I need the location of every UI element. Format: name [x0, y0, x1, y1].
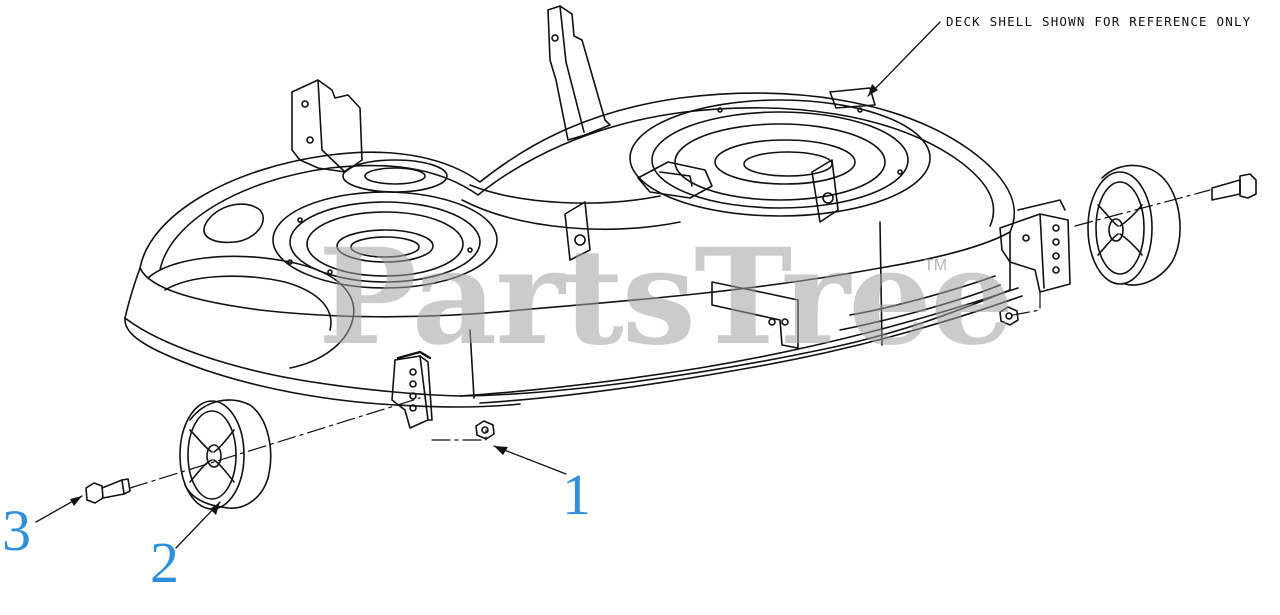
leader-arrowheads — [70, 84, 878, 515]
deck-bolt-1 — [717, 107, 723, 113]
deck-bolt-5 — [467, 247, 473, 253]
right-housing-ring-3 — [674, 123, 886, 201]
deck-center-channel — [469, 184, 661, 204]
deck-rear-trim — [839, 284, 1001, 331]
left-hanger-hole — [306, 136, 314, 144]
leader-1 — [493, 445, 567, 475]
rear-lift-arm — [547, 5, 611, 141]
deck-front-bulge — [147, 255, 355, 369]
rear-lift-arm-edge — [559, 5, 585, 133]
deck-skirt-edge — [459, 287, 1019, 397]
left-hanger-bracket — [291, 79, 363, 173]
front-mount-right — [811, 159, 839, 223]
belt-opening-left-inner — [364, 167, 426, 185]
callout-3-label[interactable]: 3 — [2, 498, 31, 563]
callout-2-label[interactable]: 2 — [150, 530, 179, 595]
deck-shell — [124, 5, 1023, 408]
deck-front-bulge-inner — [164, 275, 332, 331]
deck-top-rim — [139, 92, 1016, 318]
partstree-watermark: PartsTree — [318, 220, 1014, 375]
deck-ref-tab — [829, 87, 876, 109]
front-mount-right-nut — [822, 192, 834, 204]
front-mount-center-nut — [574, 234, 586, 246]
left-gauge-wheel — [179, 399, 272, 510]
left-housing-ring-3 — [306, 211, 464, 277]
trademark-mark: TM — [924, 257, 948, 274]
left-hanger-bracket-fold — [317, 79, 346, 173]
right-housing-ring-2 — [651, 111, 909, 209]
deck-bolt-6 — [287, 259, 293, 265]
right-hex-nut — [999, 306, 1019, 326]
deck-panel-line-2 — [469, 329, 475, 399]
front-baffle — [711, 281, 799, 349]
deck-bolt-2 — [857, 107, 863, 113]
left-hanger-hole-top — [301, 100, 309, 108]
left-shoulder-bolt — [85, 478, 131, 504]
idler-bracket-inner — [659, 171, 693, 187]
right-spindle-opening-inner — [743, 151, 833, 177]
right-housing-ring-1 — [629, 99, 931, 217]
baffle-hole-2 — [781, 318, 789, 326]
deck-bolt-3 — [897, 169, 903, 175]
left-hex-nut — [475, 420, 495, 440]
deck-inner-rim — [159, 107, 995, 271]
left-spindle-opening-inner — [350, 236, 420, 258]
right-gauge-wheel — [1087, 164, 1181, 286]
assembly-center-lines — [129, 189, 1211, 489]
deck-bolt-4 — [297, 217, 303, 223]
deck-panel-line-1 — [879, 221, 883, 346]
reference-note: DECK SHELL SHOWN FOR REFERENCE ONLY — [946, 14, 1252, 29]
front-mount-center — [564, 201, 591, 261]
deck-skirt-edge-2 — [479, 295, 1023, 404]
leader-note — [867, 21, 941, 97]
rear-lift-arm-hole — [551, 34, 559, 42]
right-spindle-opening — [714, 139, 856, 185]
right-shoulder-bolt — [1211, 173, 1257, 201]
left-housing-ring-2 — [289, 201, 481, 283]
deck-bolt-7 — [327, 269, 333, 275]
deck-skirt-lower — [124, 317, 521, 408]
deck-left-slot — [203, 203, 264, 244]
deck-rear-trim-2 — [849, 275, 996, 316]
left-spindle-opening — [336, 229, 434, 263]
idler-bracket — [637, 161, 713, 199]
callout-1-label[interactable]: 1 — [562, 462, 591, 527]
belt-opening-left — [342, 159, 448, 193]
left-wheel-bracket — [391, 350, 433, 429]
baffle-hole-1 — [768, 318, 776, 326]
